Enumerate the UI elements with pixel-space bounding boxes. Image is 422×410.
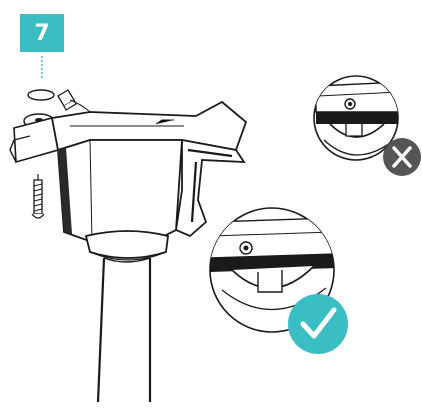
pole-tube [96,257,152,403]
mounting-bracket [9,100,248,261]
step-number: 7 [34,20,50,46]
step-number-badge: 7 [20,14,64,52]
x-mark-icon [383,138,421,176]
screw-part [31,174,45,219]
detail-view-incorrect [313,75,399,161]
rubber-ring-part [27,89,55,101]
checkmark-icon [288,294,348,354]
rubber-cap-part [57,89,77,111]
